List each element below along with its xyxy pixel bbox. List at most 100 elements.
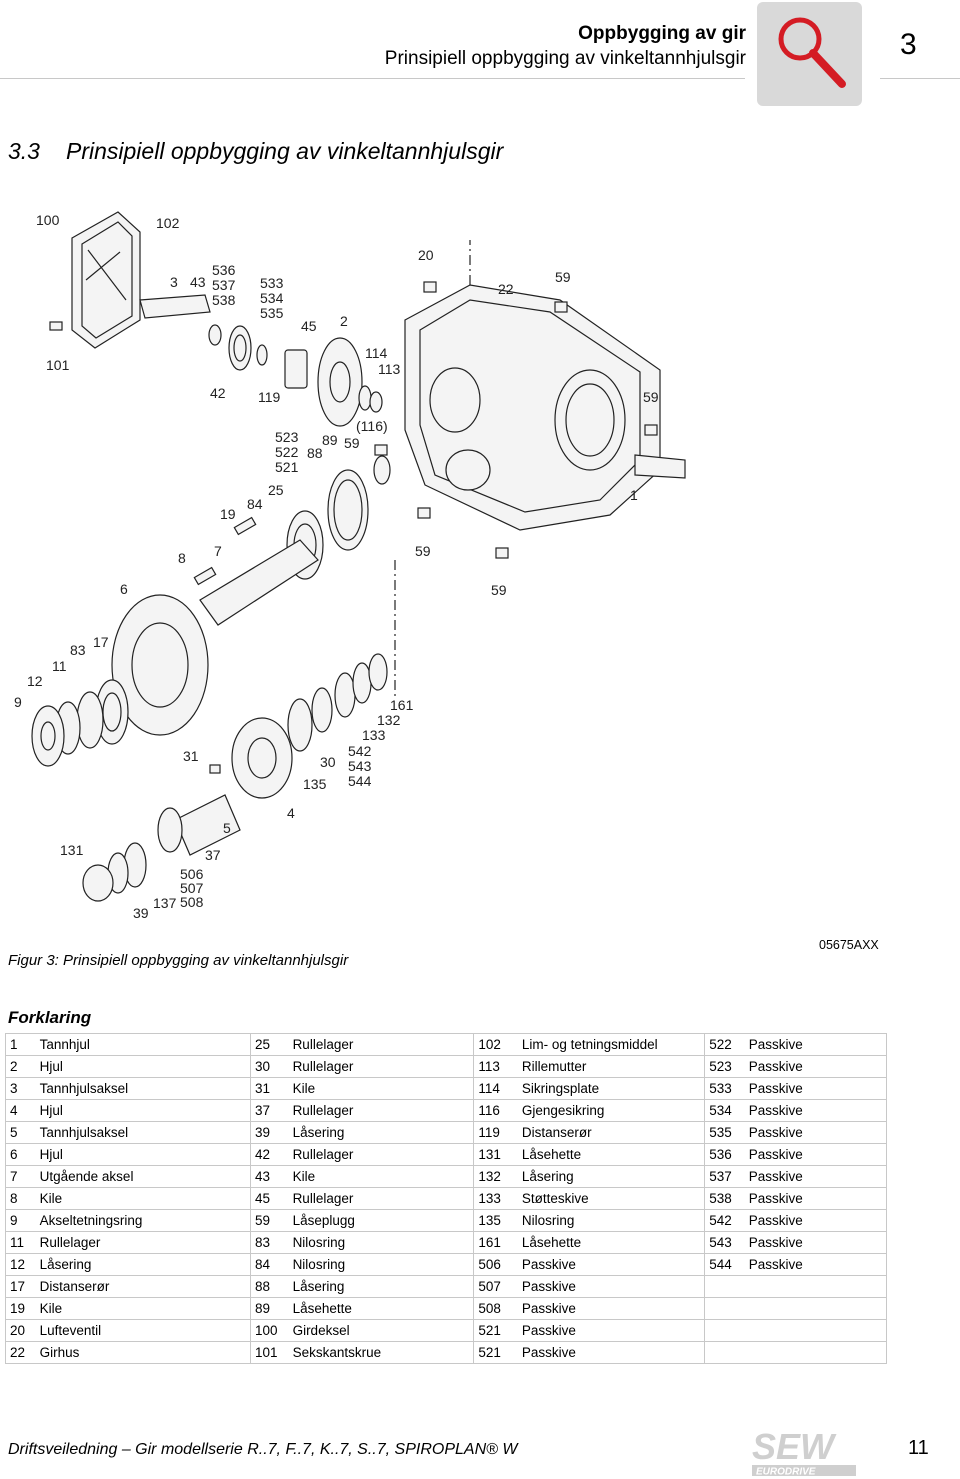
legend-part-name: Distanserør [35,1275,251,1298]
legend-part-name: Låsering [517,1165,706,1188]
legend-part-number [704,1275,745,1298]
legend-part-number: 521 [473,1319,518,1342]
part-label: 9 [14,694,22,710]
legend-part-number: 133 [473,1187,518,1210]
legend-part-number: 101 [249,1341,289,1364]
part-label: 537 [212,277,236,293]
part-label: 39 [133,905,149,921]
legend-part-number: 83 [249,1231,289,1254]
chapter-number: 3 [900,28,917,61]
section-subtitle: Prinsipiell oppbygging av vinkeltannhjul… [384,48,746,69]
part-label: 508 [180,894,204,910]
part-label: 4 [287,805,295,821]
part-label: 25 [268,482,284,498]
legend-part-number: 30 [249,1055,289,1078]
header-titles: Oppbygging av gir Prinsipiell oppbygging… [385,22,746,72]
legend-part-name: Passkive [744,1077,887,1100]
chapter-title: Oppbygging av gir [578,23,746,44]
legend-part-name: Låsehette [517,1143,706,1166]
part-label: 542 [348,743,372,759]
figure-caption: Figur 3: Prinsipiell oppbygging av vinke… [8,952,349,969]
legend-part-name: Nilosring [517,1209,706,1232]
part-label: 17 [93,634,109,650]
part-label: 102 [156,215,180,231]
legend-part-name: Passkive [517,1341,706,1364]
legend-part-number: 19 [4,1297,36,1320]
legend-part-number: 2 [4,1055,36,1078]
part-label: 2 [340,313,348,329]
legend-part-number: 6 [4,1143,36,1166]
legend-part-name: Sikringsplate [517,1077,706,1100]
legend-part-number [704,1341,745,1364]
legend-part-number: 544 [704,1253,745,1276]
legend-part-name: Passkive [517,1319,706,1342]
part-label: 30 [320,754,336,770]
part-label: 100 [36,212,60,228]
legend-part-name: Kile [35,1297,251,1320]
part-label: 43 [190,274,206,290]
legend-part-name: Lim- og tetningsmiddel [517,1033,706,1056]
part-label: 161 [390,697,414,713]
legend-part-name: Kile [35,1187,251,1210]
legend-part-name: Låsering [35,1253,251,1276]
part-label: 101 [46,357,70,373]
part-label: 523 [275,429,299,445]
part-label: 59 [643,389,659,405]
legend-part-name: Passkive [744,1033,887,1056]
part-label: 11 [52,658,67,674]
legend-part-number: 521 [473,1341,518,1364]
part-label: 536 [212,262,236,278]
part-label: 544 [348,773,372,789]
legend-part-number: 22 [4,1341,36,1364]
legend-part-name: Tannhjulsaksel [35,1121,251,1144]
part-label: 3 [170,274,178,290]
legend-part-number: 135 [473,1209,518,1232]
legend-part-name: Tannhjul [35,1033,251,1056]
part-label: 131 [60,842,84,858]
part-label: 506 [180,866,204,882]
part-label: 133 [362,727,386,743]
part-label: 535 [260,305,284,321]
legend-part-number: 506 [473,1253,518,1276]
legend-part-name: Hjul [35,1055,251,1078]
part-label: 45 [301,318,317,334]
legend-part-number: 20 [4,1319,36,1342]
legend-part-number: 1 [4,1033,36,1056]
legend-part-name: Passkive [744,1143,887,1166]
part-label: 6 [120,581,128,597]
legend-part-name: Hjul [35,1099,251,1122]
part-label: 137 [153,895,177,911]
legend-part-name: Låsering [288,1121,475,1144]
legend-title: Forklaring [8,1008,92,1027]
legend-part-name: Passkive [517,1253,706,1276]
part-label: 119 [258,389,281,405]
logo-text-bottom: EURODRIVE [756,1467,816,1478]
part-label: 89 [322,432,338,448]
legend-part-name: Girhus [35,1341,251,1364]
legend-part-number: 89 [249,1297,289,1320]
legend-part-number [704,1319,745,1342]
legend-part-name [744,1319,887,1342]
part-label: 507 [180,880,204,896]
part-label: 12 [27,673,43,689]
legend-part-name: Passkive [744,1121,887,1144]
legend-part-name: Passkive [744,1187,887,1210]
exploded-view-drawing: 100 102 3 43 536 537 538 533 534 535 45 … [14,211,686,921]
legend-part-name: Nilosring [288,1253,475,1276]
page-number: 11 [908,1437,929,1459]
part-label: 521 [275,459,299,475]
legend-part-number: 113 [473,1055,518,1078]
legend-part-number: 102 [473,1033,518,1056]
legend-part-number: 39 [249,1121,289,1144]
part-label: 88 [307,445,323,461]
legend-part-name: Rillemutter [517,1055,706,1078]
legend-part-number: 88 [249,1275,289,1298]
magnifier-icon [757,2,862,106]
legend-part-number: 508 [473,1297,518,1320]
